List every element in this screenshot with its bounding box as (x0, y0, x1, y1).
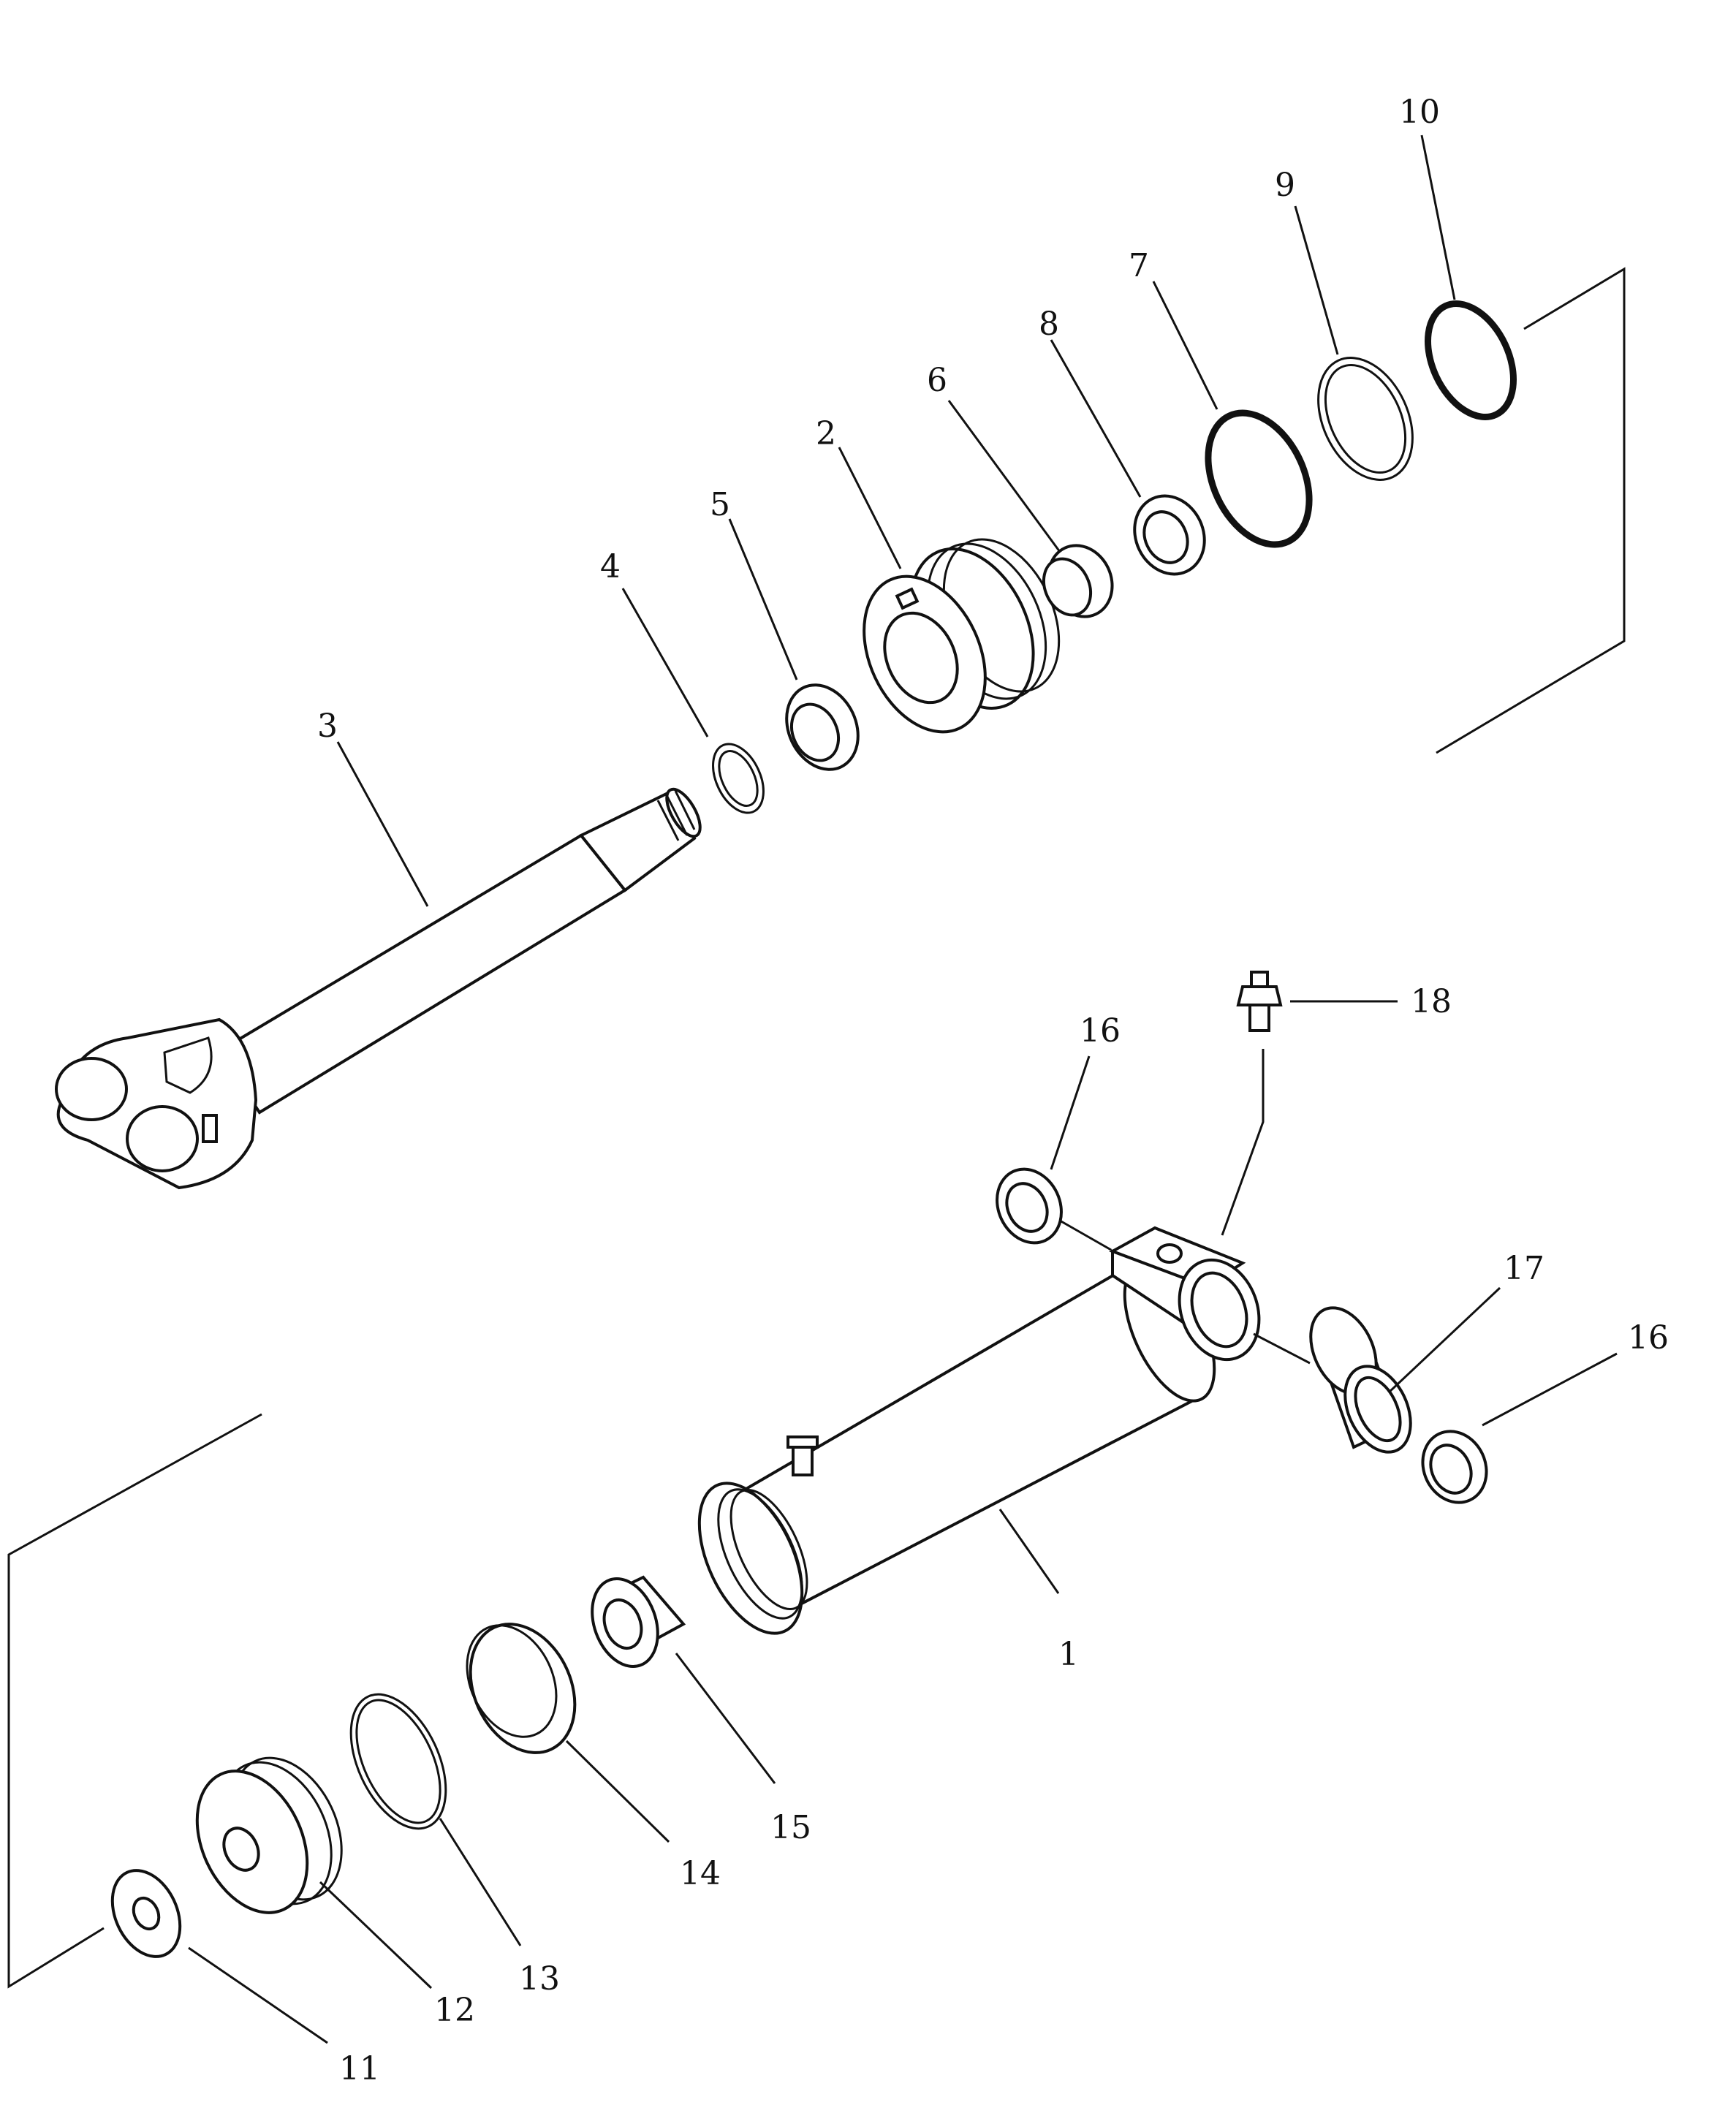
bushing-17-axis (1253, 1332, 1311, 1365)
label-part-3: 3 (317, 708, 338, 745)
leader-8 (1050, 339, 1142, 498)
washer (110, 1869, 182, 1958)
wear-ring (591, 1575, 686, 1669)
snap-ring (712, 743, 765, 814)
rod-bushing (1042, 544, 1114, 618)
grease-fitting (1236, 971, 1283, 1032)
o-ring-7 (1205, 409, 1313, 548)
label-part-18: 18 (1411, 983, 1452, 1020)
leader-16b (1482, 1352, 1618, 1427)
leader-17 (1387, 1286, 1501, 1394)
label-part-11: 11 (339, 2050, 380, 2087)
grease-fitting-on-tube (786, 1435, 819, 1476)
label-part-1: 1 (1058, 1636, 1079, 1673)
label-part-14: 14 (680, 1855, 721, 1892)
bushing (785, 683, 860, 771)
label-part-17: 17 (1504, 1250, 1544, 1287)
cylinder-head (863, 538, 1061, 734)
leader-16a (1050, 1055, 1091, 1170)
label-part-10: 10 (1399, 94, 1440, 131)
leader-10 (1420, 134, 1456, 300)
ring-13 (349, 1693, 447, 1830)
leader-6 (947, 400, 1061, 553)
label-part-16-upper: 16 (1080, 1012, 1121, 1050)
leader-14 (565, 1740, 670, 1843)
leader-4 (621, 588, 709, 737)
label-part-15: 15 (770, 1809, 811, 1846)
seal-16-upper-axis (1059, 1219, 1112, 1251)
leader-2 (838, 447, 902, 569)
upper-assembly-bracket (1436, 267, 1626, 754)
label-part-6: 6 (927, 362, 947, 399)
label-part-13: 13 (519, 1960, 560, 1998)
leader-1 (998, 1509, 1060, 1594)
leader-12 (319, 1881, 433, 1990)
leader-9 (1294, 205, 1339, 355)
seal-16-upper (996, 1167, 1063, 1245)
backup-ring (1317, 357, 1414, 481)
dust-seal (1133, 494, 1206, 576)
seal-16-lower (1421, 1430, 1488, 1504)
label-part-12: 12 (434, 1992, 475, 2029)
bushing-17 (1309, 1306, 1412, 1454)
label-part-16-lower: 16 (1628, 1319, 1669, 1357)
label-part-5: 5 (710, 486, 730, 523)
leader-3 (336, 741, 429, 907)
label-part-4: 4 (600, 548, 621, 585)
leader-13 (439, 1818, 522, 1946)
label-part-9: 9 (1275, 167, 1295, 204)
leader-5 (728, 518, 798, 680)
label-part-8: 8 (1039, 306, 1059, 343)
cylinder-tube (697, 1226, 1261, 1635)
o-ring-10 (1425, 300, 1517, 420)
lower-assembly-bracket (7, 1413, 262, 1989)
label-part-2: 2 (816, 415, 836, 452)
leader-15 (675, 1653, 776, 1784)
piston (195, 1756, 343, 1914)
grease-fitting-axis (1221, 1049, 1265, 1236)
leader-7 (1152, 281, 1218, 410)
leader-11 (188, 1946, 328, 2044)
cup (466, 1623, 577, 1754)
label-part-7: 7 (1129, 247, 1149, 284)
piston-rod (55, 787, 702, 1190)
